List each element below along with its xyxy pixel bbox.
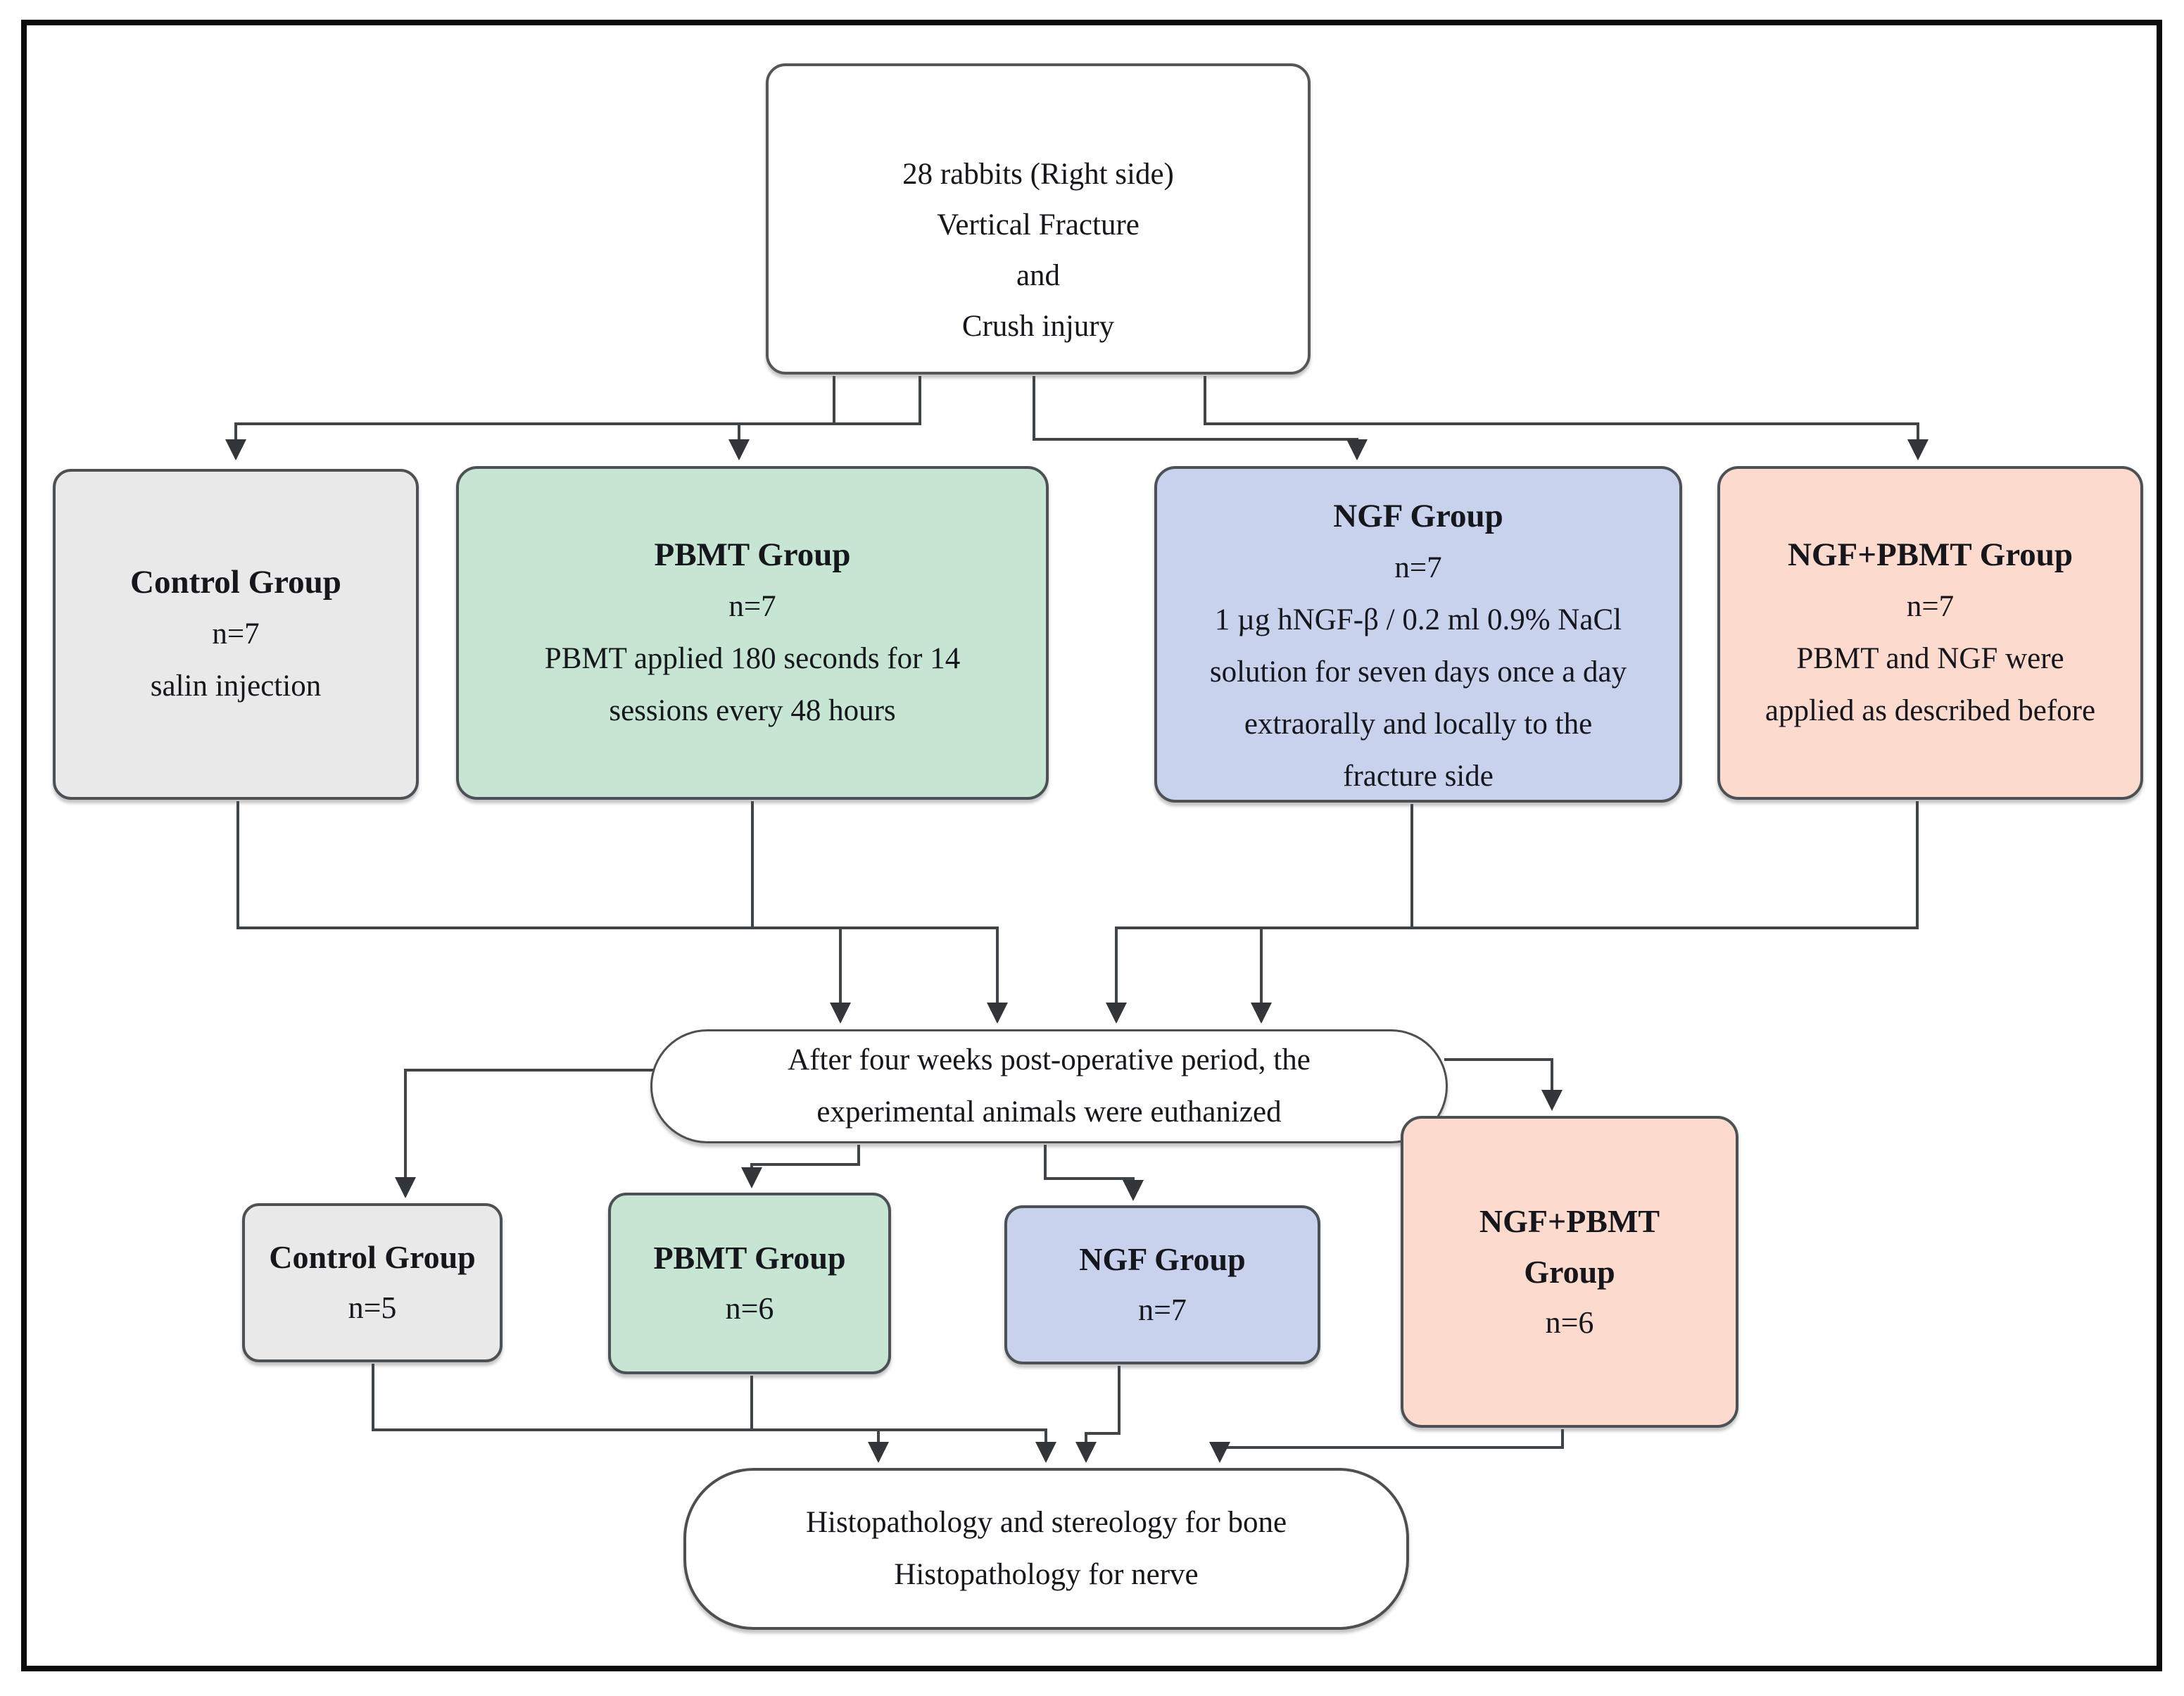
ngf-pbmt-group2-title: Group [1524,1253,1615,1290]
connector-euthanasia-to-pbmt2 [741,1145,860,1188]
connector-top-to-ngf-pbmt [1204,376,1929,460]
ngf-group-desc: fracture side [1343,760,1494,793]
outcome-line: Histopathology and stereology for bone [805,1506,1287,1539]
euthanasia-box: After four weeks post-operative period, … [650,1029,1448,1143]
connector-control2-to-outcome [372,1364,889,1463]
connector-top-to-pbmt [728,376,921,460]
connector-euthanasia-to-ngf2 [1044,1145,1144,1201]
ngf-pbmt-group-n: n=7 [1906,590,1955,623]
ngf-pbmt-group-desc: PBMT and NGF were [1796,642,2064,675]
ngf-pbmt-group-box: NGF+PBMT Group n=7 PBMT and NGF were app… [1717,466,2143,800]
pbmt-group-desc: sessions every 48 hours [609,694,896,727]
pbmt-group2-n: n=6 [725,1291,774,1326]
control-group2-n: n=5 [348,1290,397,1325]
control-group-box: Control Group n=7 salin injection [53,469,419,800]
control-group2-box: Control Group n=5 [242,1203,503,1362]
ngf-group-desc: extraorally and locally to the [1244,708,1593,741]
figure-border-frame [21,20,2162,1671]
euthanasia-line: After four weeks post-operative period, … [788,1043,1311,1076]
ngf-group-box: NGF Group n=7 1 µg hNGF-β / 0.2 ml 0.9% … [1154,466,1682,803]
pbmt-group-box: PBMT Group n=7 PBMT applied 180 seconds … [456,466,1049,800]
ngf-group2-n: n=7 [1138,1293,1187,1327]
euthanasia-line: experimental animals were euthanized [816,1095,1282,1129]
connector-top-to-ngf [1033,376,1368,460]
ngf-group2-title: NGF Group [1079,1241,1246,1277]
ngf-group2-box: NGF Group n=7 [1004,1205,1320,1364]
connector-control-to-euthanasia [236,801,851,1024]
pbmt-group-n: n=7 [728,590,776,623]
connector-pbmt2-to-outcome [750,1376,1056,1463]
connector-ngf-pbmt2-to-outcome [1209,1429,1564,1463]
control-group-n: n=7 [212,617,260,651]
ngf-group-n: n=7 [1394,551,1442,584]
connector-pbmt-to-euthanasia [751,801,1008,1024]
connector-top-to-control [225,376,835,460]
connector-euthanasia-to-ngf-pbmt2 [1444,1058,1563,1111]
ngf-pbmt-group2-title: NGF+PBMT [1479,1202,1660,1239]
start-box-line: Vertical Fracture [937,208,1140,241]
ngf-group-title: NGF Group [1333,498,1503,534]
start-box: 28 rabbits (Right side) Vertical Fractur… [766,63,1311,375]
pbmt-group2-box: PBMT Group n=6 [608,1193,891,1374]
ngf-pbmt-group2-n: n=6 [1545,1305,1594,1340]
ngf-pbmt-group2-box: NGF+PBMT Group n=6 [1401,1116,1738,1428]
connector-ngf2-to-outcome [1075,1366,1121,1463]
control-group2-title: Control Group [269,1239,476,1275]
pbmt-group-title: PBMT Group [654,536,851,573]
pbmt-group-desc: PBMT applied 180 seconds for 14 [544,642,961,675]
control-group-desc: salin injection [150,670,322,703]
ngf-group-desc: 1 µg hNGF-β / 0.2 ml 0.9% NaCl [1214,603,1622,636]
pbmt-group2-title: PBMT Group [653,1240,846,1276]
start-box-line: Crush injury [961,310,1115,343]
control-group-title: Control Group [130,564,341,601]
ngf-pbmt-group-desc: applied as described before [1765,694,2096,727]
start-box-line: 28 rabbits (Right side) [902,158,1174,191]
connector-ngf-pbmt-to-euthanasia [1251,801,1919,1024]
connector-euthanasia-to-control2 [395,1069,655,1198]
outcome-box: Histopathology and stereology for bone H… [683,1468,1409,1630]
outcome-line: Histopathology for nerve [894,1558,1199,1591]
ngf-pbmt-group-title: NGF+PBMT Group [1787,536,2073,573]
start-box-line: and [1016,259,1061,292]
ngf-group-desc: solution for seven days once a day [1209,655,1627,689]
connector-ngf-to-euthanasia [1106,804,1413,1024]
